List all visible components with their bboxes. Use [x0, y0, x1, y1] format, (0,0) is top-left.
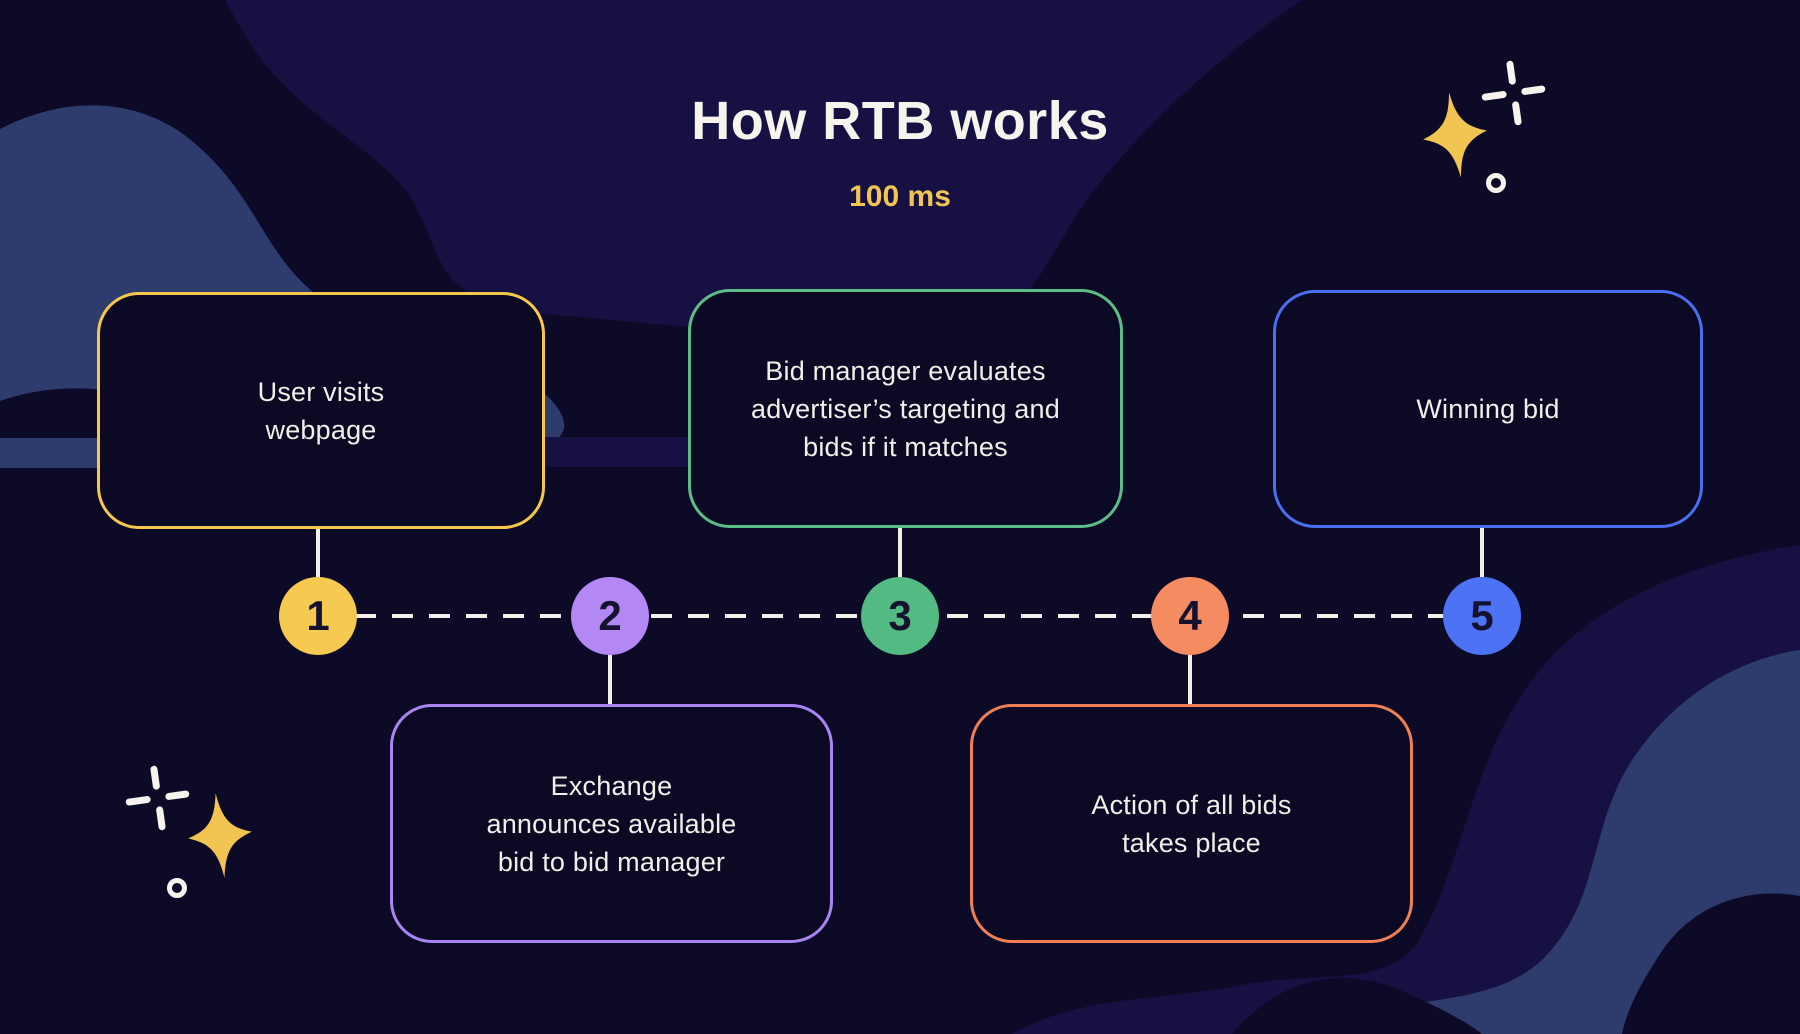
connector-step-5: [1480, 528, 1484, 577]
background-hill-bottom-center: [1232, 977, 1482, 1034]
decoration-top-right: [1423, 60, 1546, 193]
connector-step-4: [1188, 655, 1192, 704]
sparkle-cross-icon: [125, 765, 190, 831]
background-blob-top-left: [225, 0, 1302, 333]
step-card-2: Exchange announces available bid to bid …: [390, 704, 833, 943]
decoration-bottom-left: [125, 765, 252, 898]
sparkle-dot-icon: [1486, 173, 1506, 193]
step-card-3-label: Bid manager evaluates advertiser’s targe…: [751, 355, 1060, 462]
step-card-4-label: Action of all bids takes place: [1091, 789, 1292, 858]
step-node-3-number: 3: [888, 592, 912, 639]
step-card-5: Winning bid: [1273, 290, 1703, 528]
step-card-1: User visits webpage: [97, 292, 545, 529]
step-card-2-label: Exchange announces available bid to bid …: [486, 770, 737, 877]
sparkle-dot-icon: [167, 878, 187, 898]
step-node-1-number: 1: [306, 592, 330, 639]
sparkle-star-icon: [188, 793, 252, 878]
step-node-3: 3: [861, 577, 939, 655]
subtitle-duration: 100 ms: [849, 180, 951, 213]
step-card-5-label: Winning bid: [1416, 394, 1560, 424]
connector-step-3: [898, 528, 902, 577]
connector-step-2: [608, 655, 612, 704]
step-node-5-number: 5: [1470, 592, 1494, 639]
background-band-left: [0, 438, 97, 468]
background-hill-corner: [1622, 893, 1800, 1034]
connector-step-1: [316, 528, 320, 577]
step-node-2: 2: [571, 577, 649, 655]
step-node-2-number: 2: [598, 592, 622, 639]
step-node-4: 4: [1151, 577, 1229, 655]
background-band-faint: [545, 437, 689, 467]
step-node-1: 1: [279, 577, 357, 655]
sparkle-star-icon: [1423, 92, 1487, 178]
step-card-1-label: User visits webpage: [257, 376, 385, 445]
step-card-4: Action of all bids takes place: [970, 704, 1413, 943]
step-node-5: 5: [1443, 577, 1521, 655]
step-node-4-number: 4: [1178, 592, 1202, 639]
sparkle-cross-icon: [1481, 60, 1546, 126]
page-title: How RTB works: [691, 91, 1109, 151]
step-card-3: Bid manager evaluates advertiser’s targe…: [688, 289, 1123, 528]
